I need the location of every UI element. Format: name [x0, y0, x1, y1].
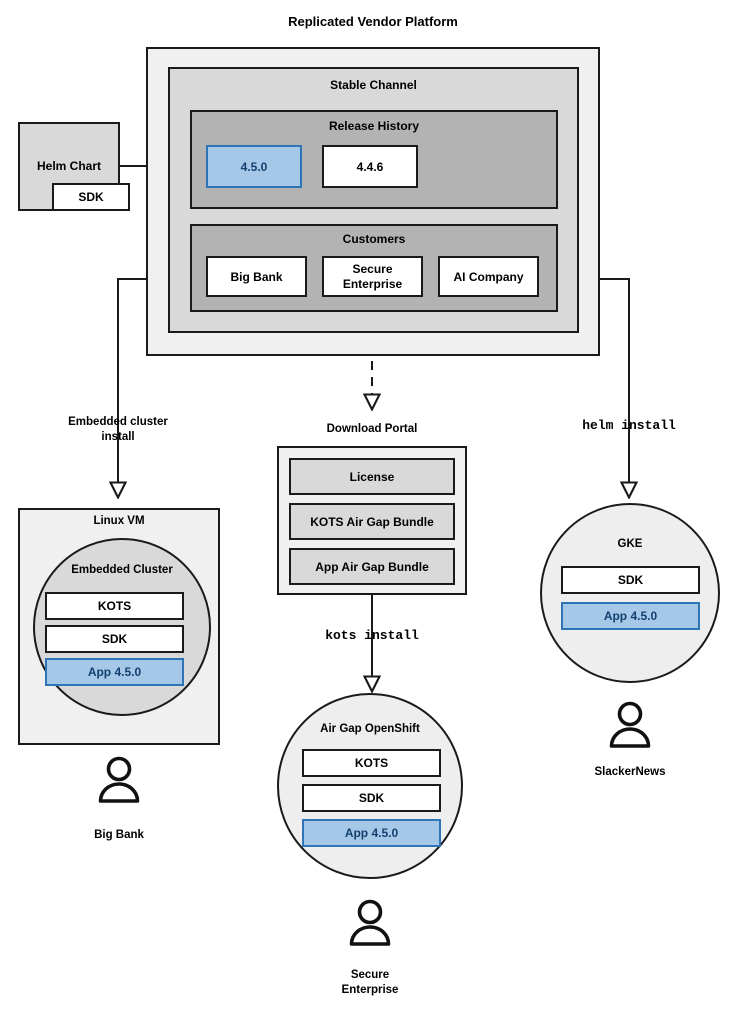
release-4-5-0[interactable]: 4.5.0 — [206, 145, 302, 188]
portal-artifact-license[interactable]: License — [289, 458, 455, 495]
actor-secure-enterprise-label: Secure Enterprise — [341, 969, 399, 996]
edge-label-embedded-cluster-install: Embedded cluster install — [68, 416, 168, 443]
linux-vm-component-sdk[interactable]: SDK — [45, 625, 184, 653]
customer-ai-company[interactable]: AI Company — [438, 256, 539, 297]
portal-artifact-app-air-gap-bundle[interactable]: App Air Gap Bundle — [289, 548, 455, 585]
actor-slackernews-icon — [603, 700, 657, 754]
target-air-gap-openshift-title: Air Gap OpenShift — [320, 723, 420, 735]
helm-chart-label: Helm Chart — [36, 159, 101, 173]
edge-label-kots-install: kots install — [325, 628, 419, 643]
openshift-component-app[interactable]: App 4.5.0 — [302, 819, 441, 847]
page-title: Replicated Vendor Platform — [288, 14, 458, 29]
release-history-title: Release History — [328, 119, 420, 133]
edge-label-helm-install: helm install — [582, 418, 676, 433]
actor-big-bank-label: Big Bank — [94, 829, 144, 841]
stable-channel-title: Stable Channel — [330, 78, 417, 92]
actor-big-bank-icon — [92, 755, 146, 809]
actor-secure-enterprise-icon — [343, 898, 397, 952]
portal-artifact-kots-air-gap-bundle[interactable]: KOTS Air Gap Bundle — [289, 503, 455, 540]
openshift-component-sdk[interactable]: SDK — [302, 784, 441, 812]
gke-component-sdk[interactable]: SDK — [561, 566, 700, 594]
openshift-component-kots[interactable]: KOTS — [302, 749, 441, 777]
actor-slackernews-label: SlackerNews — [594, 766, 666, 778]
release-4-4-6[interactable]: 4.4.6 — [322, 145, 418, 188]
embedded-cluster-title: Embedded Cluster — [71, 564, 173, 576]
target-linux-vm-title: Linux VM — [93, 515, 145, 527]
linux-vm-component-kots[interactable]: KOTS — [45, 592, 184, 620]
download-portal-title: Download Portal — [326, 423, 418, 435]
customer-secure-enterprise[interactable]: Secure Enterprise — [322, 256, 423, 297]
linux-vm-component-app[interactable]: App 4.5.0 — [45, 658, 184, 686]
target-gke-title: GKE — [617, 538, 643, 550]
customer-big-bank[interactable]: Big Bank — [206, 256, 307, 297]
gke-component-app[interactable]: App 4.5.0 — [561, 602, 700, 630]
customers-title: Customers — [342, 232, 406, 246]
helm-chart-sdk-box[interactable]: SDK — [52, 183, 130, 211]
